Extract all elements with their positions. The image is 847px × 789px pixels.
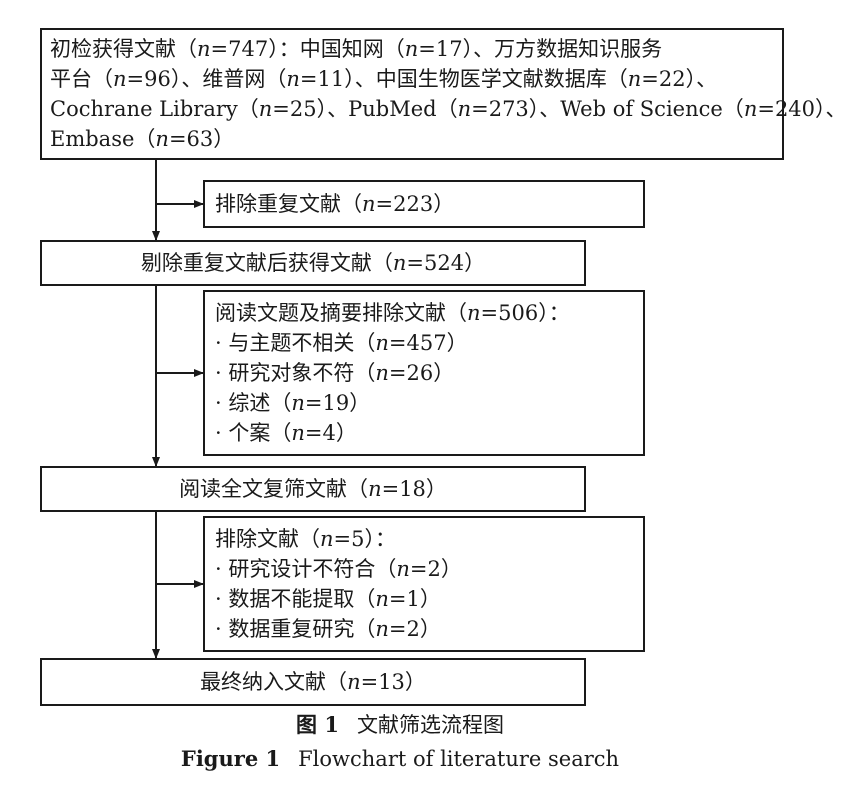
text-segment: 排除重复文献（ <box>215 192 362 216</box>
text-segment: =13） <box>360 670 426 694</box>
count-variable: n <box>362 192 376 216</box>
count-variable: n <box>457 97 472 121</box>
text-segment: Cochrane Library（ <box>50 97 259 121</box>
text-segment: · 与主题不相关（ <box>215 331 376 355</box>
count-variable: n <box>396 557 410 581</box>
count-variable: n <box>404 37 419 61</box>
text-segment: =747）：中国知网（ <box>210 37 405 61</box>
text-segment: · 数据重复研究（ <box>215 617 376 641</box>
text-segment: =223） <box>375 192 455 216</box>
box-text-line: 剔除重复文献后获得文献（n=524） <box>42 248 584 278</box>
count-variable: n <box>368 477 382 501</box>
count-variable: n <box>392 251 407 275</box>
count-variable: n <box>467 301 481 325</box>
count-variable: n <box>347 670 361 694</box>
text-segment: =4） <box>304 421 357 445</box>
text-segment: =22）、 <box>641 67 718 91</box>
box-text-line: · 综述（n=19） <box>215 388 633 418</box>
count-variable: n <box>291 421 305 445</box>
text-segment: · 个案（ <box>215 421 292 445</box>
count-variable: n <box>375 331 389 355</box>
text-segment: =17）、万方数据知识服务 <box>418 37 663 61</box>
flow-arrows <box>152 160 204 659</box>
box-text-line: Embase（n=63） <box>50 124 774 154</box>
figure-number-en: Figure 1 <box>180 746 281 771</box>
fulltext-screening-box: 阅读全文复筛文献（n=18） <box>40 466 586 512</box>
figure-caption-cn: 图 1 文献筛选流程图 <box>0 710 800 740</box>
text-segment: =96）、维普网（ <box>126 67 287 91</box>
figure-title-cn: 文献筛选流程图 <box>356 713 504 737</box>
box-text-line: · 数据不能提取（n=1） <box>215 584 633 614</box>
count-variable: n <box>375 361 389 385</box>
text-segment: Embase（ <box>50 127 156 151</box>
text-segment: · 研究对象不符（ <box>215 361 376 385</box>
text-segment: =19） <box>304 391 371 415</box>
text-segment: =2） <box>388 617 441 641</box>
text-segment: =273）、Web of Science（ <box>471 97 744 121</box>
count-variable: n <box>627 67 642 91</box>
box-text-line: 平台（n=96）、维普网（n=11）、中国生物医学文献数据库（n=22）、 <box>50 64 774 94</box>
box-text-line: 排除文献（n=5）： <box>215 524 633 554</box>
box-text-line: 阅读全文复筛文献（n=18） <box>42 474 584 504</box>
count-variable: n <box>743 97 758 121</box>
text-segment: 初检获得文献（ <box>50 37 197 61</box>
text-segment: =2） <box>409 557 462 581</box>
figure-number-cn: 图 1 <box>296 712 339 737</box>
box-text-line: · 研究设计不符合（n=2） <box>215 554 633 584</box>
box-text-line: · 数据重复研究（n=2） <box>215 614 633 644</box>
count-variable: n <box>113 67 127 91</box>
text-segment: =1） <box>388 587 441 611</box>
text-segment: 剔除重复文献后获得文献（ <box>140 251 393 275</box>
text-segment: =26） <box>388 361 455 385</box>
count-variable: n <box>320 527 334 551</box>
count-variable: n <box>197 37 211 61</box>
text-segment: 最终纳入文献（ <box>200 670 348 694</box>
box-text-line: 初检获得文献（n=747）：中国知网（n=17）、万方数据知识服务 <box>50 34 774 64</box>
after-dedup-box: 剔除重复文献后获得文献（n=524） <box>40 240 586 286</box>
text-segment: 排除文献（ <box>215 527 320 551</box>
text-segment: =457） <box>388 331 468 355</box>
text-segment: · 综述（ <box>215 391 292 415</box>
final-included-box: 最终纳入文献（n=13） <box>40 658 586 706</box>
box-text-line: · 与主题不相关（n=457） <box>215 328 633 358</box>
text-segment: =5）： <box>333 527 396 551</box>
text-segment: =524） <box>406 251 486 275</box>
count-variable: n <box>291 391 305 415</box>
text-segment: 阅读全文复筛文献（ <box>179 477 369 501</box>
text-segment: =63） <box>168 127 235 151</box>
count-variable: n <box>258 97 273 121</box>
text-segment: · 研究设计不符合（ <box>215 557 397 581</box>
text-segment: =25）、PubMed（ <box>272 97 458 121</box>
count-variable: n <box>155 127 169 151</box>
count-variable: n <box>375 617 389 641</box>
box-text-line: 排除重复文献（n=223） <box>215 189 633 219</box>
text-segment: =240）、 <box>757 97 847 121</box>
text-segment: =11）、中国生物医学文献数据库（ <box>299 67 628 91</box>
text-segment: 阅读文题及摘要排除文献（ <box>215 301 467 325</box>
box-text-line: · 研究对象不符（n=26） <box>215 358 633 388</box>
count-variable: n <box>375 587 389 611</box>
figure-title-en: Flowchart of literature search <box>298 747 620 771</box>
text-segment: · 数据不能提取（ <box>215 587 376 611</box>
text-segment: 平台（ <box>50 67 113 91</box>
duplicates-removed-box: 排除重复文献（n=223） <box>203 180 645 228</box>
box-text-line: Cochrane Library（n=25）、PubMed（n=273）、Web… <box>50 94 847 124</box>
text-segment: =506）： <box>480 301 570 325</box>
box-text-line: · 个案（n=4） <box>215 418 633 448</box>
text-segment: =18） <box>381 477 447 501</box>
box-text-line: 最终纳入文献（n=13） <box>42 667 584 697</box>
figure-caption-en: Figure 1 Flowchart of literature search <box>0 744 800 774</box>
title-abstract-exclusion-box: 阅读文题及摘要排除文献（n=506）：· 与主题不相关（n=457）· 研究对象… <box>203 290 645 456</box>
initial-search-box: 初检获得文献（n=747）：中国知网（n=17）、万方数据知识服务平台（n=96… <box>40 28 847 160</box>
count-variable: n <box>286 67 300 91</box>
fulltext-exclusion-box: 排除文献（n=5）：· 研究设计不符合（n=2）· 数据不能提取（n=1）· 数… <box>203 516 645 652</box>
box-text-line: 阅读文题及摘要排除文献（n=506）： <box>215 298 633 328</box>
